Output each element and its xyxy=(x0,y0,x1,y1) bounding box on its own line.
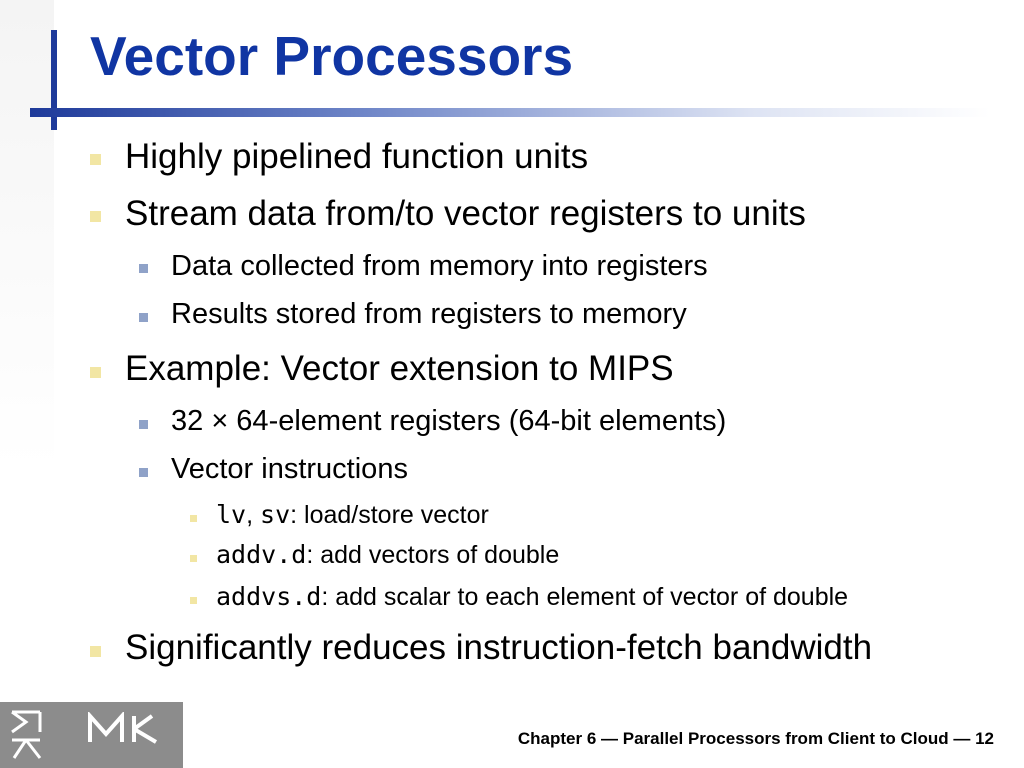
sub-bullet-marker xyxy=(139,313,148,322)
bullet-marker xyxy=(90,367,101,378)
sub-sub-bullet-marker xyxy=(190,515,197,522)
sub-bullet-marker xyxy=(139,420,148,429)
instruction-description: : add scalar to each element of vector o… xyxy=(321,583,849,611)
title-vertical-rule xyxy=(51,30,57,130)
page-title: Vector Processors xyxy=(90,25,574,87)
left-background-fade xyxy=(0,0,54,470)
sub-bullet-item: Results stored from registers to memory xyxy=(171,298,687,330)
sub-bullet-item: 32 × 64-element registers (64-bit elemen… xyxy=(171,405,727,437)
sub-bullet-marker xyxy=(139,468,148,477)
sub-sub-bullet-marker xyxy=(190,597,197,604)
bullet-item: Significantly reduces instruction-fetch … xyxy=(125,628,873,667)
bullet-marker xyxy=(90,646,101,657)
sub-bullet-item: Data collected from memory into register… xyxy=(171,250,708,282)
instruction-item: addvs.d: add scalar to each element of v… xyxy=(216,582,848,612)
instruction-code: sv xyxy=(260,500,291,529)
bullet-marker xyxy=(90,154,101,165)
title-horizontal-rule xyxy=(30,108,990,117)
instruction-description: : add vectors of double xyxy=(306,541,560,569)
instruction-separator: , xyxy=(246,501,261,529)
side-logo-icon xyxy=(11,710,42,759)
instruction-description: : load/store vector xyxy=(290,501,489,529)
instruction-code: lv xyxy=(216,500,247,529)
sub-bullet-marker xyxy=(139,264,148,273)
sub-sub-bullet-marker xyxy=(190,555,197,562)
instruction-item: lv, sv: load/store vector xyxy=(216,500,489,530)
bullet-marker xyxy=(90,211,101,222)
instruction-code: addvs.d xyxy=(216,582,322,611)
bullet-item: Highly pipelined function units xyxy=(125,137,589,176)
morgan-kaufmann-logo-icon xyxy=(86,712,166,750)
sub-bullet-item: Vector instructions xyxy=(171,453,408,485)
instruction-item: addv.d: add vectors of double xyxy=(216,540,559,570)
instruction-code: addv.d xyxy=(216,540,307,569)
bullet-item: Stream data from/to vector registers to … xyxy=(125,194,806,233)
footer-chapter-text: Chapter 6 — Parallel Processors from Cli… xyxy=(517,729,994,748)
bullet-item: Example: Vector extension to MIPS xyxy=(125,349,674,388)
